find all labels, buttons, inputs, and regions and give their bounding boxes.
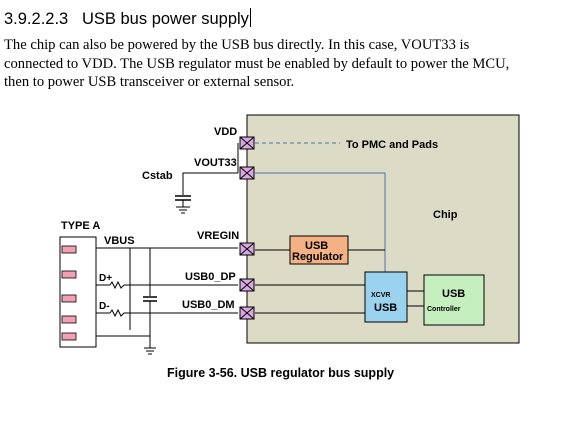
controller-usb-label: USB (442, 288, 465, 300)
pin-vdd (239, 136, 255, 150)
regulator-label-2: Regulator (292, 251, 344, 263)
connector-pad-2 (61, 270, 77, 279)
pin-usb0-dm (239, 306, 255, 320)
paragraph-line-1: The chip can also be powered by the USB … (4, 37, 470, 53)
pin-vregin (239, 242, 255, 256)
connector-pad-1 (61, 245, 77, 254)
chip-label: Chip (433, 209, 458, 221)
body-paragraph: The chip can also be powered by the USB … (4, 36, 566, 92)
type-a-label: TYPE A (61, 220, 100, 232)
paragraph-line-2: connected to VDD. The USB regulator must… (4, 55, 510, 72)
section-number: 3.9.2.2.3 (4, 10, 69, 28)
cstab-wire (182, 172, 238, 195)
dplus-resistor (109, 280, 125, 290)
dplus-label: D+ (99, 273, 112, 284)
connector-pad-4 (61, 315, 77, 324)
vbus-label: VBUS (104, 235, 135, 247)
connector-pad-3 (61, 294, 77, 303)
vout33-wire (255, 172, 386, 272)
usb-regulator-block (289, 235, 349, 265)
vout33-label: VOUT33 (194, 157, 237, 169)
xcvr-label: XCVR (371, 292, 390, 299)
vdd-label: VDD (214, 126, 237, 138)
section-title: USB bus power supply (82, 10, 249, 28)
to-pmc-label: To PMC and Pads (346, 139, 438, 151)
usb0-dm-label: USB0_DM (182, 299, 235, 311)
vregin-label: VREGIN (197, 230, 239, 242)
regulator-label-1: USB (305, 240, 328, 252)
connector-pad-5 (61, 332, 77, 341)
paragraph-line-3: then to power USB transceiver or externa… (4, 74, 295, 90)
text-cursor (249, 8, 251, 27)
usb-controller-block (423, 274, 485, 326)
controller-label: Controller (427, 306, 461, 313)
pin-usb0-dp (239, 278, 255, 292)
figure-caption: Figure 3-56. USB regulator bus supply (167, 366, 394, 380)
pin-vout33 (239, 166, 255, 180)
xcvr-usb-label: USB (374, 302, 397, 314)
type-a-connector (59, 236, 97, 348)
dminus-resistor (109, 308, 125, 318)
section-heading: 3.9.2.2.3 USB bus power supply (4, 8, 251, 29)
usb0-dp-label: USB0_DP (185, 271, 236, 283)
dminus-label: D- (99, 301, 110, 312)
cstab-label: Cstab (142, 170, 173, 182)
xcvr-block (364, 271, 408, 323)
